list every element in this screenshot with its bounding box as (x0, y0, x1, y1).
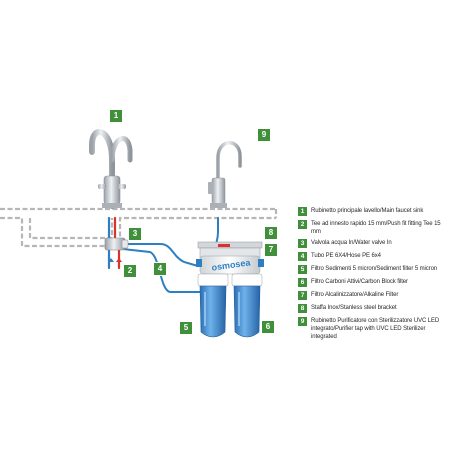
callout-7: 7 (264, 243, 278, 257)
countertop (0, 207, 278, 248)
legend-item-6: 6 Filtro Carboni Attivi/Carbon Block fil… (298, 278, 450, 288)
legend-label: Rubinetto Purificatore con Sterilizzator… (311, 318, 440, 340)
legend-badge: 4 (298, 252, 307, 261)
callout-3: 3 (128, 227, 142, 241)
legend-item-3: 3 Valvola acqua In/Water valve In (298, 239, 450, 249)
callout-8: 8 (264, 226, 278, 240)
filter-system (196, 241, 264, 338)
legend-label: Staffa Inox/Stanless steel bracket (311, 305, 397, 311)
legend-label: Filtro Alcalinizzatore/Alkaline Filter (311, 292, 399, 298)
legend-label: Filtro Carboni Attivi/Carbon Block filte… (311, 279, 408, 285)
legend: 1 Rubinetto principale lavello/Main fauc… (298, 207, 450, 344)
legend-item-5: 5 Filtro Sedimenti 5 micron/Sediment fil… (298, 265, 450, 275)
callout-2: 2 (123, 264, 137, 278)
legend-badge: 7 (298, 291, 307, 300)
callout-1: 1 (109, 109, 123, 123)
legend-label: Rubinetto principale lavello/Main faucet… (311, 208, 424, 214)
legend-badge: 5 (298, 265, 307, 274)
legend-item-4: 4 Tubo PE 6X4/Hose PE 6x4 (298, 252, 450, 262)
main-faucet (89, 129, 133, 209)
legend-badge: 6 (298, 278, 307, 287)
legend-badge: 9 (298, 317, 307, 326)
callout-5: 5 (179, 321, 193, 335)
legend-label: Valvola acqua In/Water valve In (311, 240, 392, 246)
legend-item-2: 2 Tee ad innesto rapido 15 mm/Push fit f… (298, 220, 450, 236)
callout-9: 9 (257, 128, 271, 142)
legend-label: Tee ad innesto rapido 15 mm/Push fit fit… (311, 221, 441, 235)
legend-item-1: 1 Rubinetto principale lavello/Main fauc… (298, 207, 450, 217)
legend-badge: 3 (298, 239, 307, 248)
legend-label: Tubo PE 6X4/Hose PE 6x4 (311, 253, 381, 259)
legend-badge: 1 (298, 207, 307, 216)
legend-badge: 8 (298, 304, 307, 313)
legend-badge: 2 (298, 220, 307, 229)
legend-label: Filtro Sedimenti 5 micron/Sediment filte… (311, 266, 438, 272)
legend-item-7: 7 Filtro Alcalinizzatore/Alkaline Filter (298, 291, 450, 301)
callout-6: 6 (261, 320, 275, 334)
tee-fitting (104, 237, 129, 262)
purifier-tap (208, 141, 242, 208)
callout-4: 4 (153, 262, 167, 276)
legend-item-9: 9 Rubinetto Purificatore con Sterilizzat… (298, 317, 450, 341)
legend-item-8: 8 Staffa Inox/Stanless steel bracket (298, 304, 450, 314)
